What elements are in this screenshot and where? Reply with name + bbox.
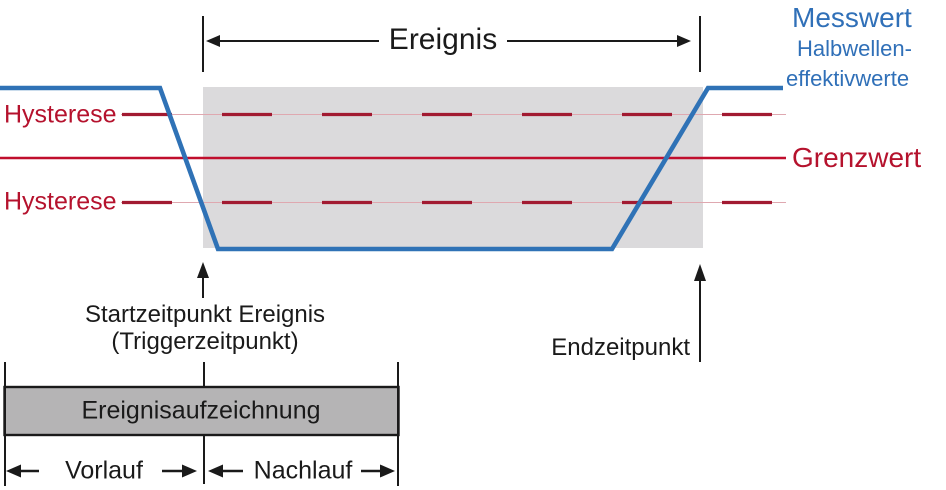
nachlauf-left-arrowhead-icon [208, 464, 223, 478]
vorlauf-right-arrowhead-icon [182, 464, 197, 478]
measured-value-label: Messwert [792, 2, 912, 33]
halfwave-label-line1: Halbwellen- [797, 36, 912, 61]
signal-curve [0, 85, 783, 252]
left-arrowhead-icon [206, 35, 220, 47]
event-start-label-line1: Startzeitpunkt Ereignis [84, 301, 326, 328]
event-span-label: Ereignis [388, 23, 498, 56]
limit-label: Grenzwert [792, 142, 922, 173]
event-end-label: Endzeitpunkt [551, 334, 690, 361]
pre-trigger-label: Vorlauf [65, 456, 143, 485]
nachlauf-right-arrowhead-icon [380, 464, 395, 478]
vorlauf-left-arrowhead-icon [6, 464, 21, 478]
recording-bar-label: Ereignisaufzeichnung [81, 396, 321, 425]
halfwave-label-line2: effektivwerte [786, 66, 910, 91]
end-up-arrowhead-icon [694, 264, 706, 281]
lower-hysteresis-label: Hysterese [4, 187, 117, 216]
right-arrowhead-icon [677, 35, 691, 47]
event-start-label-line2: (Triggerzeitpunkt) [111, 328, 299, 355]
post-trigger-label: Nachlauf [253, 456, 353, 485]
start-up-arrowhead-icon [197, 262, 209, 278]
upper-hysteresis-label: Hysterese [4, 100, 117, 129]
